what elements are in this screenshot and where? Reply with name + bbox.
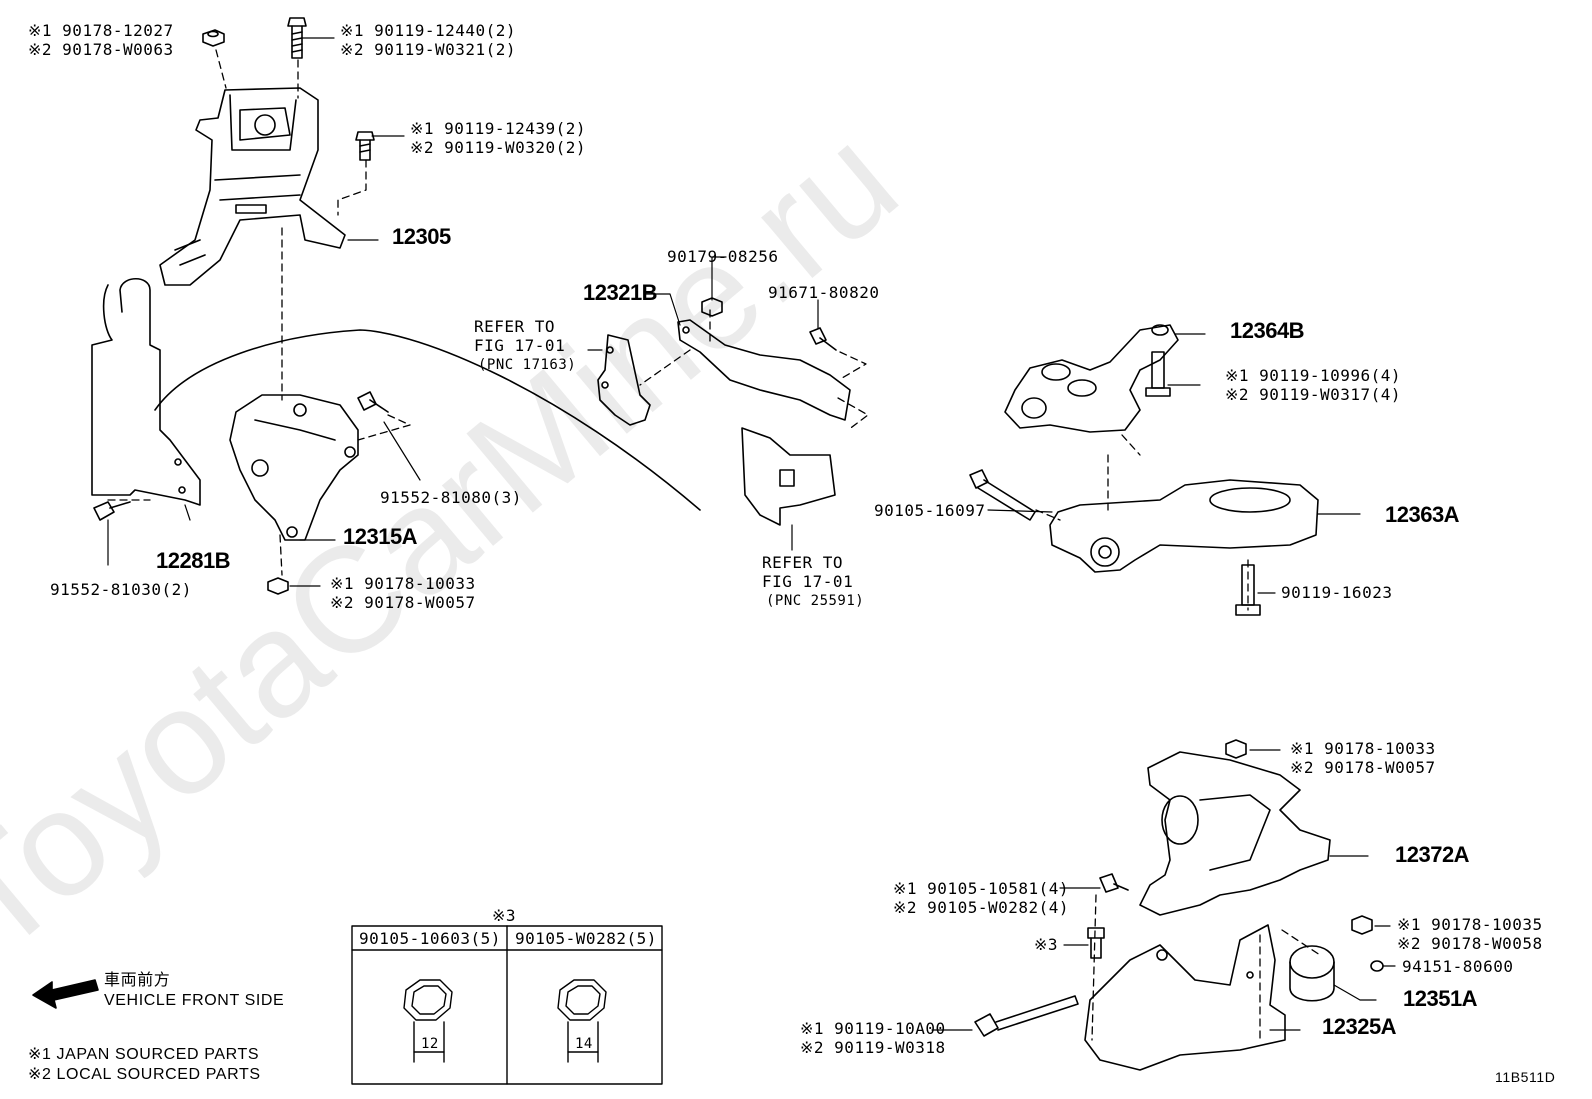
- fastener-code: ※2 90178-W0063: [28, 40, 174, 59]
- label-12363a[interactable]: 12363A: [1385, 502, 1460, 527]
- fastener-bolt-80820[interactable]: 91671-80820: [768, 283, 880, 302]
- fastener-code: ※1 90119-12439(2): [410, 119, 587, 138]
- label-12351a[interactable]: 12351A: [1403, 986, 1478, 1011]
- part-12315a-drawing: [229, 394, 359, 541]
- refer-bracket-1-drawing: [597, 334, 651, 426]
- front-arrow-shape: [32, 979, 99, 1009]
- fastener-code: ※1 90105-10581(4): [893, 879, 1070, 898]
- refer-text: (PNC 25591): [766, 593, 865, 609]
- engine-outline: [154, 329, 701, 511]
- table-header-mark: ※3: [492, 906, 517, 925]
- fastener-code: ※1 90178-10033: [1290, 739, 1436, 758]
- part-12351a-drawing: [1289, 945, 1335, 1002]
- fastener-code: ※2 90119-W0320(2): [410, 138, 587, 157]
- part-12281b-drawing: [91, 277, 201, 506]
- table-col1-size: 12: [421, 1036, 439, 1052]
- refer-text: FIG 17-01: [762, 572, 854, 591]
- fastener-code: ※2 90178-W0058: [1397, 934, 1543, 953]
- bolt-10581-drawing: [1099, 873, 1129, 893]
- fastener-code: ※2 90119-W0321(2): [340, 40, 517, 59]
- nut-r-drawing: [1225, 739, 1247, 759]
- fastener-code: ※1 90119-10996(4): [1225, 366, 1402, 385]
- leader-lines: [107, 37, 1396, 1031]
- fastener-bolt-81030[interactable]: 91552-81030(2): [50, 580, 192, 599]
- nut-08256-drawing: [701, 297, 723, 317]
- fastener-bolt-16023[interactable]: 90119-16023: [1281, 583, 1393, 602]
- label-12372a[interactable]: 12372A: [1395, 842, 1470, 867]
- fastener-code: ※2 90105-W0282(4): [893, 898, 1070, 917]
- dashed-leaders: [107, 49, 1321, 1041]
- front-side-jp: 車両前方: [104, 972, 171, 989]
- bolt-10a00-drawing: [974, 995, 1079, 1037]
- table-col2-part[interactable]: 90105-W0282(5): [515, 929, 657, 948]
- fastener-code: ※2 90178-W0057: [330, 593, 476, 612]
- bolt-16097-drawing: [969, 469, 1036, 521]
- fastener-code: ※1 90178-10035: [1397, 915, 1543, 934]
- refer-text: FIG 17-01: [474, 336, 566, 355]
- bolt-mid-drawing: [355, 131, 375, 161]
- bolt-80820-drawing: [809, 327, 837, 351]
- nut-top-drawing: [202, 29, 225, 47]
- label-12305[interactable]: 12305: [392, 224, 451, 249]
- fastener-code: ※1 90178-10033: [330, 574, 476, 593]
- table-col2-size: 14: [575, 1036, 593, 1052]
- table-col1-part[interactable]: 90105-10603(5): [359, 929, 501, 948]
- label-12315a[interactable]: 12315A: [343, 524, 418, 549]
- fastener-code: ※1 90119-10A00: [800, 1019, 946, 1038]
- fastener-washer-80600[interactable]: 94151-80600: [1402, 957, 1514, 976]
- fastener-bolt-16097[interactable]: 90105-16097: [874, 501, 986, 520]
- label-12325a[interactable]: 12325A: [1322, 1014, 1397, 1039]
- nut-10035-drawing: [1351, 915, 1373, 935]
- part-12321b-drawing: [677, 319, 851, 421]
- refer-text: REFER TO: [474, 317, 556, 336]
- fastener-code: ※1 90178-12027: [28, 21, 174, 40]
- fastener-code: ※1 90119-12440(2): [340, 21, 517, 40]
- front-side-en: VEHICLE FRONT SIDE: [104, 992, 285, 1009]
- label-12321b[interactable]: 12321B: [583, 280, 658, 305]
- figure-code: 11B511D: [1495, 1069, 1556, 1085]
- fastener-star3[interactable]: ※3: [1034, 935, 1059, 954]
- fastener-code: ※2 90119-W0317(4): [1225, 385, 1402, 404]
- fastener-code: ※2 90119-W0318: [800, 1038, 946, 1057]
- part-12364b-drawing: [1004, 324, 1179, 433]
- bolt-81030-drawing: [93, 501, 131, 521]
- label-12364b[interactable]: 12364B: [1230, 318, 1305, 343]
- refer-text: REFER TO: [762, 553, 844, 572]
- nut-bottom-drawing: [267, 577, 289, 595]
- note-japan-sourced: ※1 JAPAN SOURCED PARTS: [28, 1046, 260, 1063]
- note-local-sourced: ※2 LOCAL SOURCED PARTS: [28, 1066, 261, 1083]
- part-12325a-drawing: [1084, 924, 1286, 1071]
- fastener-bolt-81080[interactable]: 91552-81080(3): [380, 488, 522, 507]
- bolt-16023-drawing: [1235, 564, 1261, 616]
- bolt-81080-drawing: [357, 391, 389, 413]
- part-12363a-drawing: [1049, 479, 1319, 573]
- fastener-code: ※2 90178-W0057: [1290, 758, 1436, 777]
- bolt-top-drawing: [287, 17, 307, 59]
- washer-80600-drawing: [1370, 960, 1384, 972]
- refer-bracket-2-drawing: [741, 427, 836, 526]
- bolt-star3-drawing: [1087, 927, 1105, 959]
- part-12305-drawing: [159, 87, 346, 286]
- refer-text: (PNC 17163): [478, 357, 577, 373]
- label-12281b[interactable]: 12281B: [156, 548, 231, 573]
- fastener-nut-08256[interactable]: 90179-08256: [667, 247, 779, 266]
- part-12372a-drawing: [1139, 751, 1331, 916]
- fastener-table-frame: [351, 925, 663, 1085]
- bolt-10996-drawing: [1145, 351, 1171, 397]
